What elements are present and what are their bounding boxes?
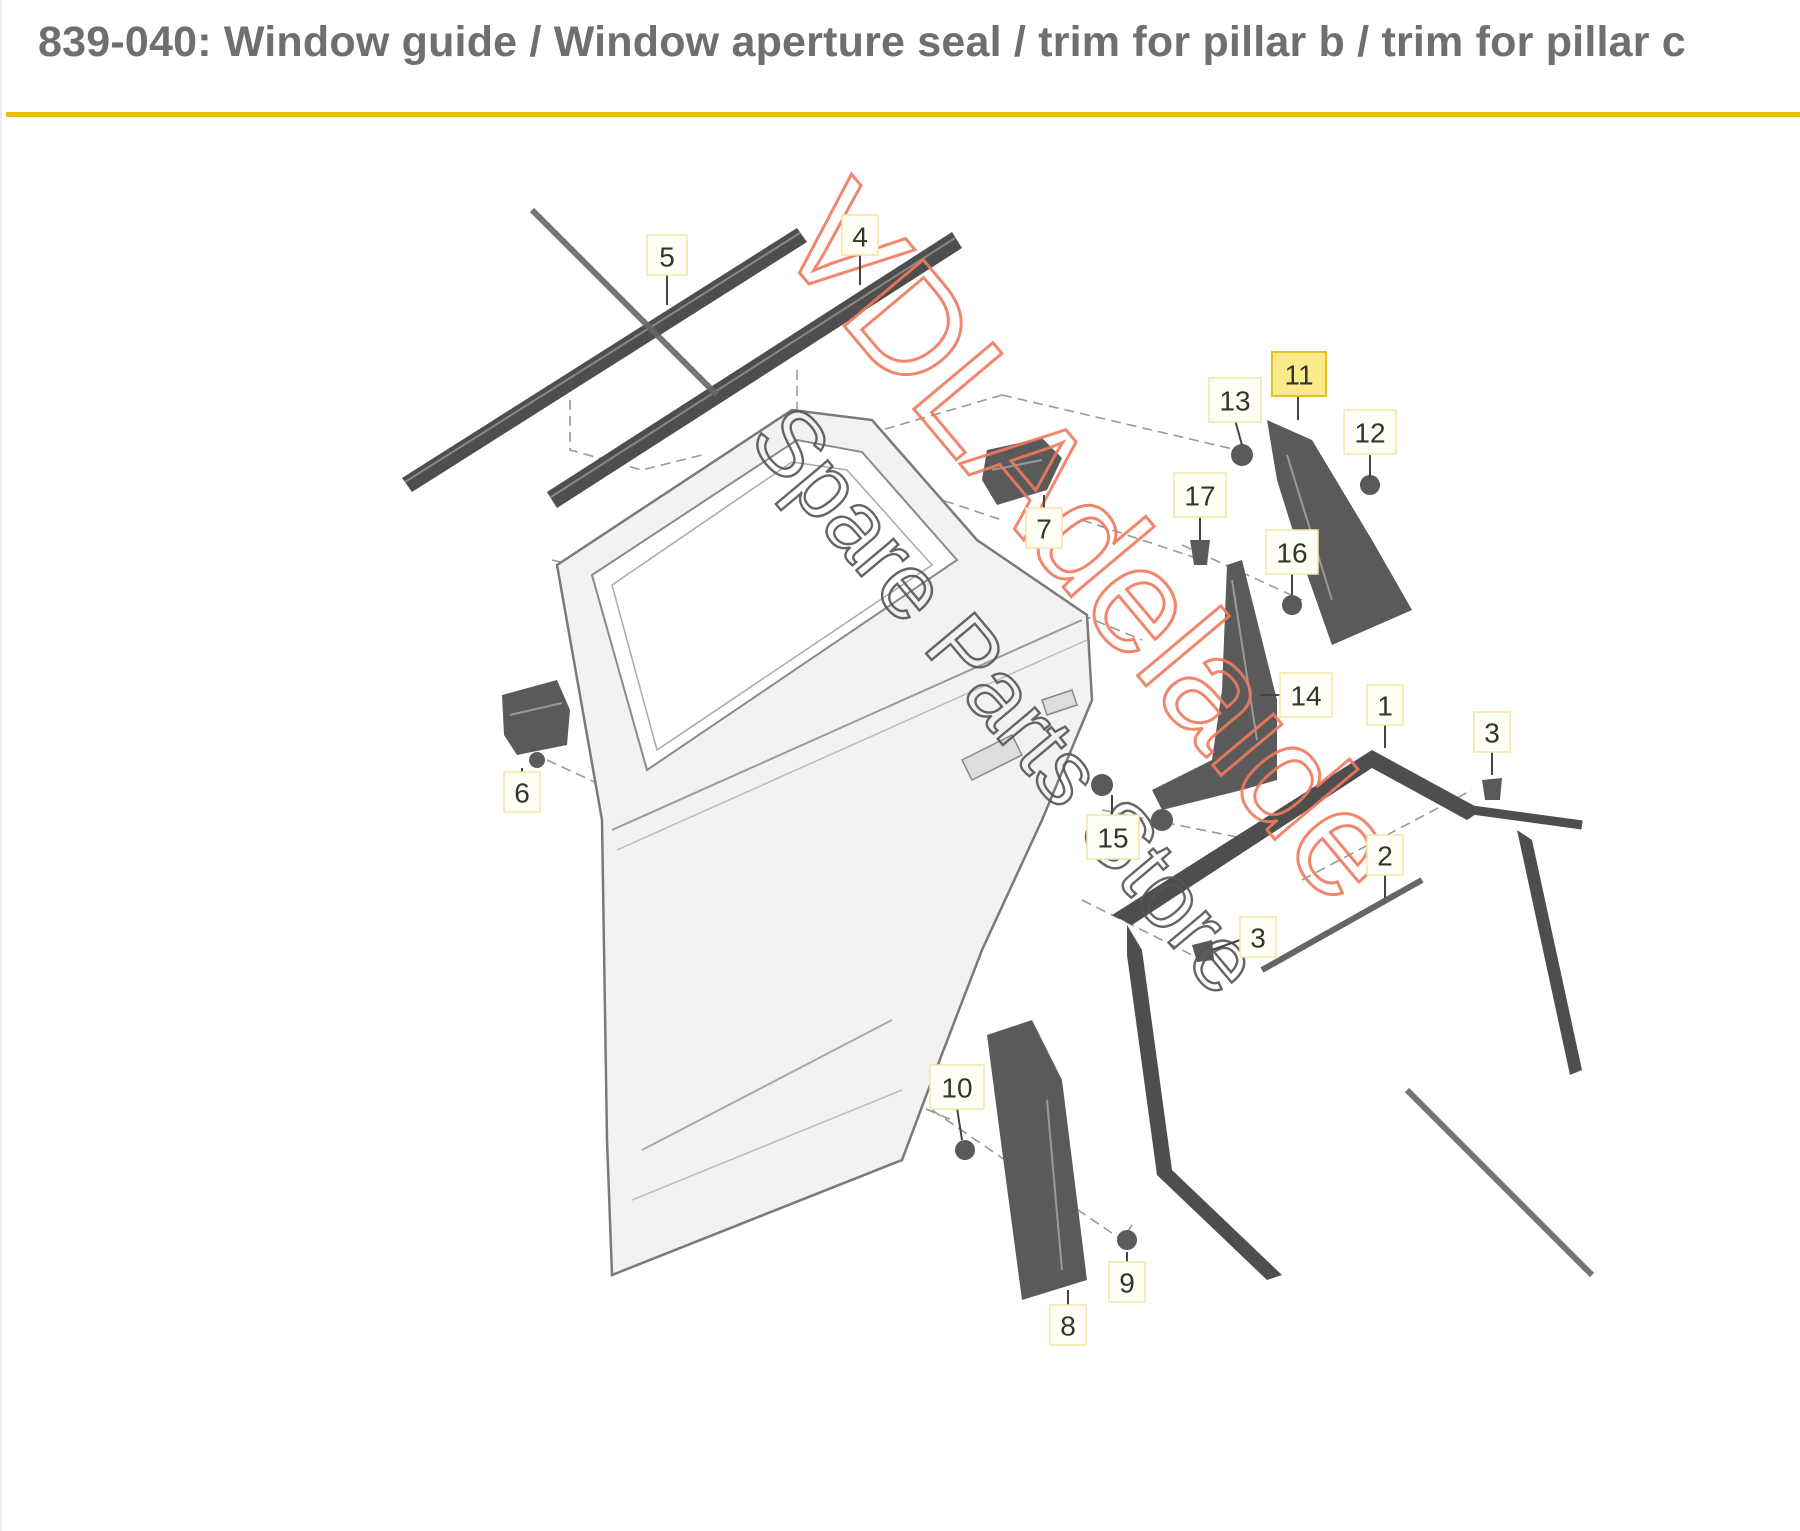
callout-label: 13 [1219,386,1250,417]
window-guide-5 [402,228,807,492]
callout-13[interactable]: 13 [1208,377,1262,446]
callout-10[interactable]: 10 [929,1064,985,1141]
callout-label: 14 [1290,681,1321,712]
callout-label: 4 [852,222,868,253]
callout-3b[interactable]: 3 [1211,916,1277,958]
bracket-7 [982,438,1062,505]
callout-5[interactable]: 5 [646,234,688,305]
callout-17[interactable]: 17 [1173,472,1227,540]
callout-2[interactable]: 2 [1366,834,1404,898]
callout-12[interactable]: 12 [1343,409,1397,478]
callout-label: 5 [659,242,675,273]
callout-label: 10 [941,1073,972,1104]
bracket-6 [502,680,570,768]
title-underline [6,112,1800,117]
callout-11[interactable]: 11 [1271,351,1327,420]
callout-label: 17 [1184,481,1215,512]
callout-label: 3 [1484,718,1500,749]
page-title: 839-040: Window guide / Window aperture … [38,18,1686,66]
window-guide-4 [547,232,962,508]
callout-7[interactable]: 7 [1025,495,1063,549]
callout-label: 1 [1377,691,1393,722]
callout-label: 16 [1276,538,1307,569]
callout-label: 7 [1036,514,1052,545]
callout-label: 6 [514,778,530,809]
callout-1[interactable]: 1 [1366,684,1404,748]
callouts: 5 4 11 13 12 [503,214,1511,1346]
callout-6[interactable]: 6 [503,768,541,813]
pillar-c-trim-11 [1267,420,1412,645]
callout-9[interactable]: 9 [1108,1252,1146,1303]
callout-label: 2 [1377,841,1393,872]
callout-label: 8 [1060,1311,1076,1342]
callout-16[interactable]: 16 [1265,529,1319,595]
callout-label: 9 [1119,1268,1135,1299]
callout-15[interactable]: 15 [1086,795,1140,860]
callout-14[interactable]: 14 [1260,672,1333,718]
callout-label: 11 [1284,360,1313,391]
rear-door [555,408,1094,1277]
callout-label: 15 [1097,823,1128,854]
clips [955,444,1502,1250]
trim-8 [987,1020,1087,1300]
aperture-seal-1 [1112,750,1583,1280]
callout-3[interactable]: 3 [1473,711,1511,775]
callout-label: 12 [1354,418,1385,449]
callout-8[interactable]: 8 [1049,1290,1087,1346]
callout-label: 3 [1250,923,1266,954]
pillar-b-trim-14 [1152,560,1277,810]
seal-2 [1260,877,1424,973]
callout-4[interactable]: 4 [841,214,879,285]
